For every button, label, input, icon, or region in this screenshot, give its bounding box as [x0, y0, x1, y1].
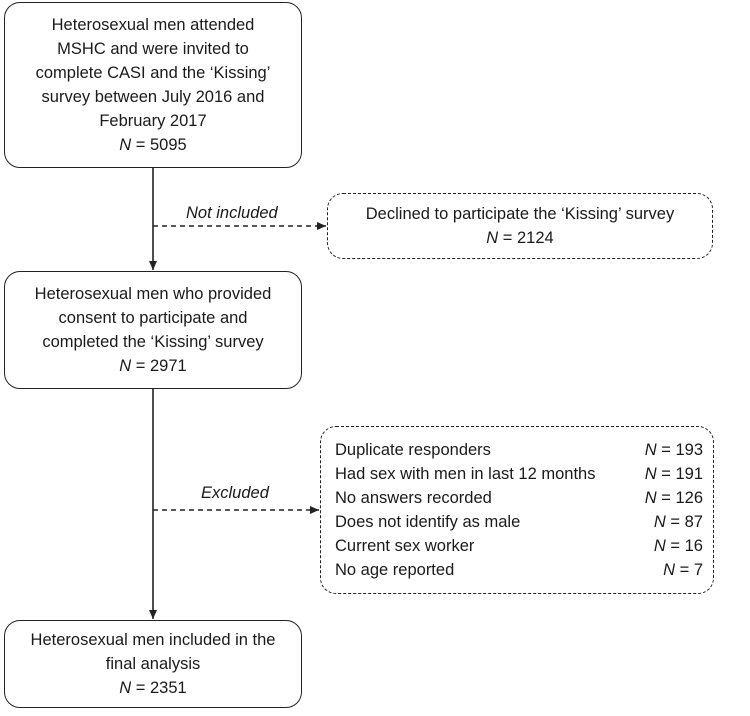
excluded-row: No age reported N = 7 — [335, 558, 703, 582]
box3-n-symbol: N — [119, 679, 132, 697]
excluded-row: No answers recorded N = 126 — [335, 486, 703, 510]
excluded-label: Excluded — [201, 484, 269, 503]
excluded-row: Had sex with men in last 12 months N = 19… — [335, 462, 703, 486]
box3-n-value: = 2351 — [131, 679, 187, 697]
excluded-n-value: = 87 — [665, 513, 703, 531]
excluded-n-symbol: N — [644, 465, 657, 483]
excluded-n-symbol: N — [663, 561, 676, 579]
box1-line-4: survey between July 2016 and — [41, 88, 265, 106]
excluded-n-symbol: N — [653, 513, 666, 531]
consented-completed-box: Heterosexual men who provided consent to… — [4, 271, 302, 389]
excluded-row-label: Duplicate responders — [335, 441, 491, 459]
excluded-n-value: = 16 — [665, 537, 703, 555]
attended-invited-box: Heterosexual men attended MSHC and were … — [4, 2, 302, 168]
excluded-n-value: = 7 — [675, 561, 703, 579]
box2-line-2: consent to participate and — [58, 309, 248, 327]
box1-line-3: complete CASI and the ‘Kissing’ — [35, 64, 271, 82]
excluded-n-value: = 193 — [656, 441, 703, 459]
declined-n-value: = 2124 — [498, 229, 554, 247]
excluded-row: Does not identify as male N = 87 — [335, 510, 703, 534]
declined-n-symbol: N — [486, 229, 499, 247]
box1-count: N = 5095 — [119, 133, 186, 157]
excluded-row-count: N = 16 — [654, 534, 703, 558]
box1-n-symbol: N — [119, 136, 132, 154]
excluded-row-label: No age reported — [335, 561, 455, 579]
box3-count: N = 2351 — [119, 676, 186, 700]
box2-n-symbol: N — [119, 357, 132, 375]
excluded-row-label: Current sex worker — [335, 537, 475, 555]
excluded-row: Duplicate responders N = 193 — [335, 438, 703, 462]
box3-line-1: Heterosexual men included in the — [30, 631, 276, 649]
box2-line-1: Heterosexual men who provided — [34, 285, 272, 303]
excluded-row-label: Does not identify as male — [335, 513, 521, 531]
excluded-n-symbol: N — [644, 489, 657, 507]
excluded-n-symbol: N — [653, 537, 666, 555]
box1-line-5: February 2017 — [99, 112, 207, 130]
excluded-row-label: No answers recorded — [335, 489, 492, 507]
excluded-row-count: N = 7 — [663, 558, 703, 582]
box1-line-1: Heterosexual men attended — [51, 16, 255, 34]
excluded-row-count: N = 87 — [654, 510, 703, 534]
declined-count: N = 2124 — [486, 226, 553, 250]
box2-count: N = 2971 — [119, 354, 186, 378]
box2-n-value: = 2971 — [131, 357, 187, 375]
declined-text: Declined to participate the ‘Kissing’ su… — [365, 205, 675, 223]
excluded-row-count: N = 126 — [645, 486, 703, 510]
declined-box: Declined to participate the ‘Kissing’ su… — [327, 193, 713, 259]
excluded-n-value: = 126 — [656, 489, 703, 507]
excluded-row: Current sex worker N = 16 — [335, 534, 703, 558]
not-included-label: Not included — [186, 204, 278, 223]
excluded-n-symbol: N — [644, 441, 657, 459]
box1-n-value: = 5095 — [131, 136, 187, 154]
excluded-n-value: = 191 — [656, 465, 703, 483]
box1-line-2: MSHC and were invited to — [57, 40, 249, 58]
final-analysis-box: Heterosexual men included in the final a… — [4, 620, 302, 708]
excluded-row-count: N = 191 — [645, 462, 703, 486]
box2-line-3: completed the ‘Kissing’ survey — [42, 333, 264, 351]
excluded-row-label: Had sex with men in last 12 months — [335, 465, 596, 483]
excluded-row-count: N = 193 — [645, 438, 703, 462]
box3-line-2: final analysis — [105, 655, 201, 673]
